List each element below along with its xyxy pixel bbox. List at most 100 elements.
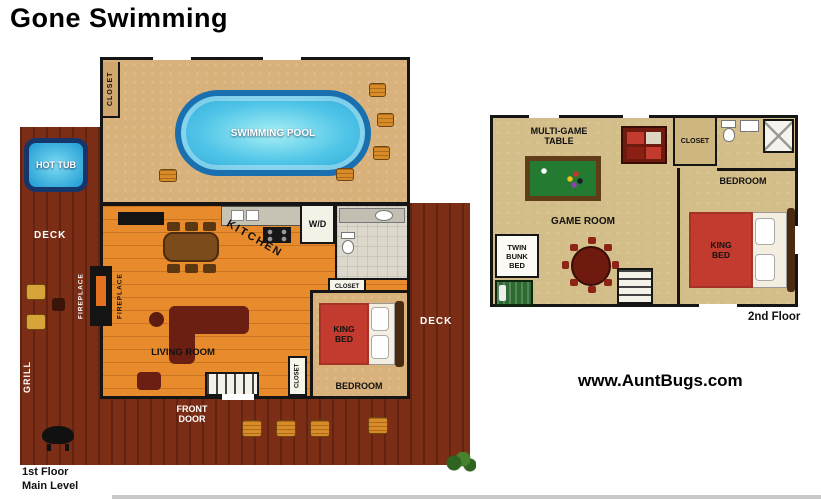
bathroom (335, 206, 407, 280)
stairs (617, 268, 653, 304)
armchair-icon (137, 372, 161, 390)
deck-chair-icon (276, 420, 296, 437)
bedroom-closet-label: CLOSET (294, 363, 301, 389)
bedroom-label: BEDROOM (335, 381, 383, 391)
hot-tub-label: HOT TUB (36, 160, 76, 170)
toilet-icon (341, 232, 355, 239)
dining-chair-icon (185, 264, 198, 273)
sink-icon (375, 210, 393, 221)
bed-blanket (689, 212, 753, 288)
table-chair-icon (604, 279, 612, 286)
deck-chair-icon (310, 420, 330, 437)
sofa-icon (169, 306, 195, 364)
stove-icon (263, 227, 291, 243)
grill-label: GRILL (22, 361, 32, 393)
washer-dryer-room: W/D (300, 206, 335, 244)
toilet-icon (342, 240, 354, 254)
hot-tub: HOT TUB (24, 138, 88, 192)
twin-bunk-bed-label: TWIN BUNK BED (506, 242, 528, 270)
fireplace-label-outer: FIREPLACE (77, 273, 85, 319)
king-bed-second-label: KING BED (710, 240, 732, 260)
dining-chair-icon (167, 264, 180, 273)
deck-chair-icon (26, 314, 46, 330)
window-mark (699, 304, 737, 307)
bottom-rule (112, 495, 821, 499)
pool-table-icon (525, 156, 601, 201)
window-mark (263, 57, 301, 60)
dining-chair-icon (167, 222, 180, 231)
pillow-icon (755, 218, 775, 245)
bunk-bed-icon (495, 280, 533, 306)
hall-closet-label: CLOSET (334, 283, 360, 290)
swimming-pool: SWIMMING POOL (175, 90, 371, 176)
toilet-icon (723, 128, 735, 142)
pool-closet: CLOSET (103, 62, 120, 118)
website-text: www.AuntBugs.com (578, 371, 743, 390)
game-room-label: GAME ROOM (551, 216, 615, 227)
pool-chair-icon (377, 113, 394, 127)
multi-game-table-icon (621, 126, 667, 164)
dining-chair-icon (185, 222, 198, 231)
dining-chair-icon (203, 222, 216, 231)
window-mark (623, 115, 649, 118)
pool-room: CLOSET SWIMMING POOL (100, 57, 410, 205)
first-floor-caption-line1: 1st Floor (22, 466, 69, 478)
sink-icon (740, 120, 759, 132)
deck-label-left: DECK (34, 230, 67, 241)
sink-icon (231, 210, 244, 221)
bedroom-second-label: BEDROOM (719, 176, 767, 186)
table-chair-icon (562, 261, 569, 269)
window-mark (153, 57, 191, 60)
first-floor-caption-line2: Main Level (22, 480, 79, 492)
pool-chair-icon (373, 146, 390, 160)
twin-bunk-bed-callout: TWIN BUNK BED (495, 234, 539, 278)
table-chair-icon (604, 244, 612, 251)
dining-chair-icon (203, 264, 216, 273)
page-title: Gone Swimming (10, 3, 229, 33)
pool-label: SWIMMING POOL (230, 127, 316, 139)
second-floor-plan: MULTI-GAME TABLE GAME ROOM CLOSET TWIN B… (490, 115, 798, 307)
wd-label: W/D (308, 219, 327, 229)
pool-chair-icon (369, 83, 386, 97)
pillow-icon (755, 254, 775, 281)
shower-icon (763, 119, 794, 153)
wall (717, 168, 795, 171)
second-floor-caption: 2nd Floor (748, 311, 801, 323)
multi-game-table-label: MULTI-GAME TABLE (530, 126, 588, 146)
wall (677, 168, 680, 304)
pool-closet-label: CLOSET (107, 71, 114, 107)
deck-chair-icon (26, 284, 46, 300)
headboard-icon (787, 208, 795, 292)
window-mark (795, 226, 798, 254)
closet-second-floor: CLOSET (673, 118, 717, 166)
dining-table-icon (163, 232, 219, 262)
plant-icon (446, 452, 476, 472)
closet-label: CLOSET (680, 137, 710, 145)
bedroom-first-floor: KING BED BEDROOM (310, 290, 407, 396)
table-chair-icon (612, 261, 619, 269)
tv-icon (118, 212, 164, 225)
coffee-table-icon (149, 312, 164, 327)
fireplace-label-inner: FIREPLACE (116, 273, 124, 319)
table-chair-icon (570, 244, 578, 251)
bedroom-closet: CLOSET (288, 356, 307, 396)
pool-chair-icon (159, 169, 177, 182)
front-door-label: FRONT DOOR (176, 404, 208, 424)
bath-counter (339, 208, 405, 223)
toilet-icon (721, 120, 736, 128)
headboard-icon (395, 301, 404, 367)
stairs (205, 372, 259, 396)
deck-label-right: DECK (420, 316, 453, 327)
house-first-floor: W/D CLOSET KING BED BEDROOM CLOSET (100, 203, 410, 400)
table-chair-icon (588, 237, 596, 244)
front-door-opening (222, 394, 254, 400)
bed-blanket (319, 303, 369, 365)
fireplace-icon (90, 266, 112, 326)
table-chair-icon (570, 279, 578, 286)
pool-chair-icon (336, 168, 354, 181)
table-chair-icon (588, 286, 596, 293)
deck-chair-icon (242, 420, 262, 437)
king-bed-label: KING BED (333, 324, 355, 344)
grill-icon (42, 426, 76, 452)
